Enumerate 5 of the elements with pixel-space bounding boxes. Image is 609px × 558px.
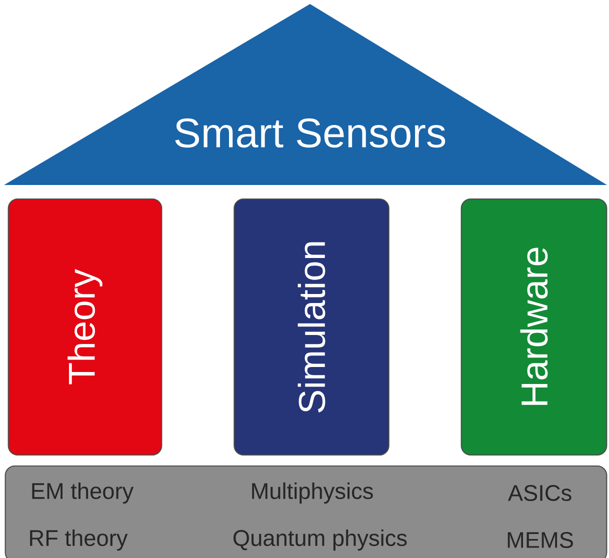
- roof-triangle: Smart Sensors: [4, 4, 607, 185]
- base-band: EM theory Multiphysics ASICs RF theory Quantum physics MEMS: [4, 465, 608, 558]
- pillar-box: Theory: [8, 198, 162, 456]
- pillar-box: Simulation: [234, 198, 390, 456]
- pillar-box: Hardware: [460, 198, 608, 456]
